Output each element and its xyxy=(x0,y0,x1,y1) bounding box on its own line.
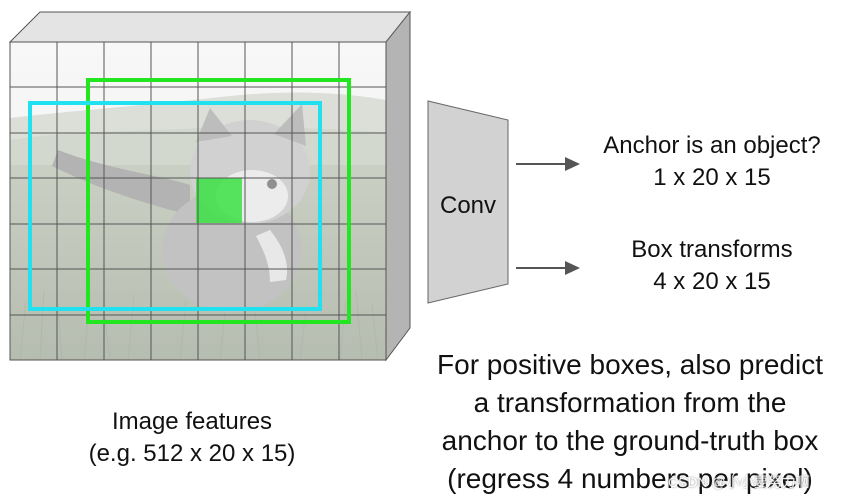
objectness-output-label: Anchor is an object? 1 x 20 x 15 xyxy=(588,130,836,194)
conv-label: Conv xyxy=(439,192,497,219)
box-transforms-shape: 4 x 20 x 15 xyxy=(653,268,771,295)
feature-caption: Image features (e.g. 512 x 20 x 15) xyxy=(52,406,332,470)
feature-caption-shape: (e.g. 512 x 20 x 15) xyxy=(88,440,296,467)
arrow-box-transforms xyxy=(516,261,580,275)
note-line-4: (regress 4 numbers per pixel) xyxy=(447,463,813,494)
objectness-title: Anchor is an object? xyxy=(603,132,821,159)
ground-truth-box xyxy=(28,101,322,311)
volume-top-face xyxy=(8,11,412,43)
note-line-1: For positive boxes, also predict xyxy=(437,349,823,380)
anchor-box xyxy=(86,78,351,324)
volume-side-face xyxy=(385,10,411,362)
note-line-2: a transformation from the xyxy=(473,387,787,418)
watermark: CSDN @小小要努力啊 xyxy=(668,474,810,490)
box-transforms-output-label: Box transforms 4 x 20 x 15 xyxy=(588,234,836,298)
conv-block xyxy=(427,100,509,304)
feature-caption-title: Image features xyxy=(111,408,273,435)
note-line-3: anchor to the ground-truth box xyxy=(441,425,819,456)
objectness-shape: 1 x 20 x 15 xyxy=(653,164,771,191)
arrow-objectness xyxy=(516,157,580,171)
positive-box-note: For positive boxes, also predict a trans… xyxy=(418,346,841,498)
positive-cell xyxy=(196,178,242,223)
box-transforms-title: Box transforms xyxy=(631,236,793,263)
